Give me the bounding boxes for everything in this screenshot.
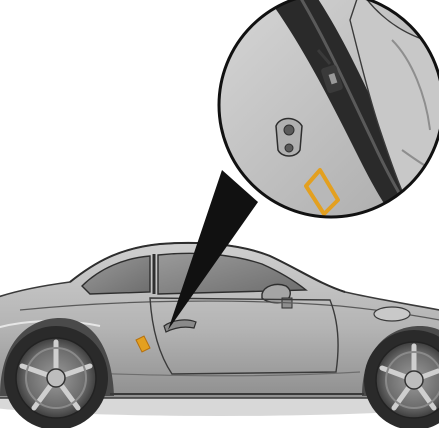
rear-wheel	[4, 326, 108, 428]
magnified-detail	[219, 0, 439, 230]
car-body	[0, 243, 439, 428]
headlight	[374, 307, 410, 321]
door-striker	[276, 119, 302, 157]
